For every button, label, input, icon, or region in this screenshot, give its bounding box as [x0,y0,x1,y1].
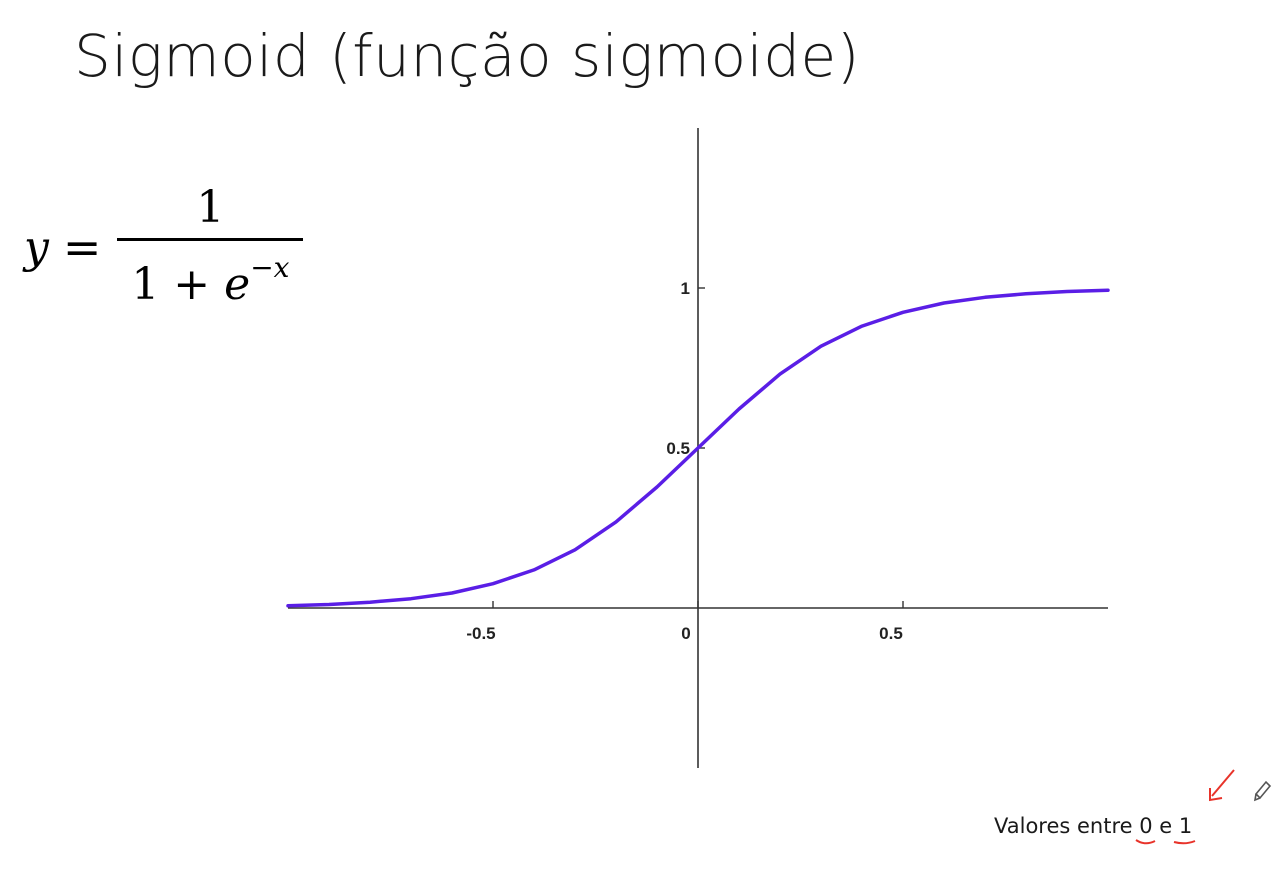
denominator-base: 1 + [131,259,225,310]
caption-prefix: Valores entre [994,814,1140,838]
caption-high-text: 1 [1178,814,1193,838]
annotation-tools [1209,769,1272,802]
chart-ticks: -0.5 0 0.5 0.5 1 [466,279,904,643]
x-tick-label: 0 [681,624,690,643]
sigmoid-formula: y = 1 1 + e−x [24,182,304,312]
arrow-annotation-icon [1209,769,1235,802]
caption: Valores entre 0 e 1 [994,814,1196,845]
denominator-exponent: −x [250,251,290,284]
underline-mark-icon [1135,839,1156,845]
y-tick-label: 1 [681,279,690,298]
chart-series [286,288,1110,608]
y-tick-label: 0.5 [666,439,690,458]
x-tick-label: -0.5 [466,624,495,643]
formula-equals: = [62,220,102,274]
fraction-bar [117,238,304,241]
underline-mark-icon [1173,840,1196,845]
caption-low-text: 0 [1139,814,1153,838]
caption-high: 1 [1173,814,1196,845]
caption-low: 0 [1135,814,1156,845]
formula-denominator: 1 + e−x [131,241,289,312]
caption-conj: e [1152,814,1179,838]
formula-fraction: 1 1 + e−x [117,182,304,312]
denominator-e: e [224,259,251,310]
pencil-icon[interactable] [1253,780,1272,802]
formula-lhs: y [24,221,49,273]
page-title: Sigmoid (função sigmoide) [74,22,860,90]
formula-numerator: 1 [196,182,225,233]
sigmoid-curve [286,288,1110,608]
x-tick-label: 0.5 [879,624,903,643]
